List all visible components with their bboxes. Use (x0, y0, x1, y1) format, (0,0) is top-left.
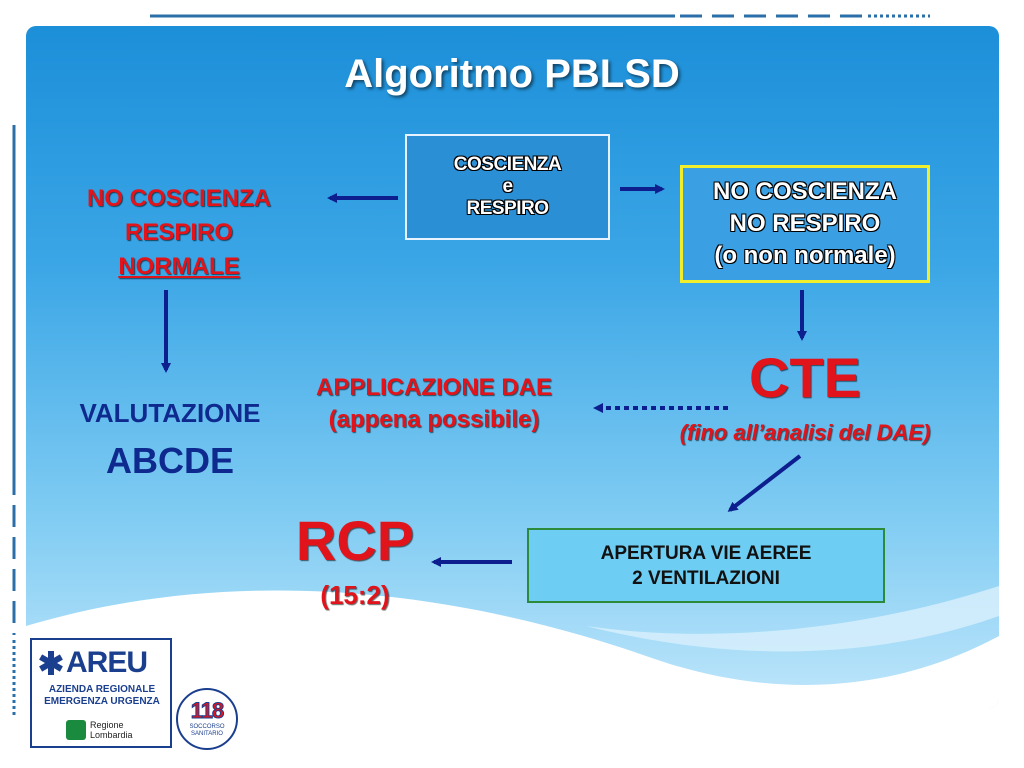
page-title: Algoritmo PBLSD (344, 52, 680, 96)
left-branch-line1: NO COSCIENZA (86, 185, 271, 212)
dae-line1: APPLICAZIONE DAE (315, 374, 552, 401)
dae-text: APPLICAZIONE DAE (appena possibile) (295, 372, 573, 436)
soccorso-line1: SOCCORSO (189, 724, 225, 730)
areu-wordmark: AREU (66, 646, 148, 679)
left-branch-line2: RESPIRO (124, 219, 234, 246)
rcp-ratio: (15:2) (320, 580, 390, 610)
soccorso-line2: SANITARIO (191, 731, 223, 737)
start-box-consciousness-breathing: COSCIENZA e RESPIRO (405, 134, 610, 240)
valutazione-label: VALUTAZIONE (79, 398, 261, 428)
regione-line1: Regione (90, 720, 124, 730)
airway-line2: 2 VENTILAZIONI (632, 567, 780, 589)
left-branch-text: NO COSCIENZA RESPIRO NORMALE (60, 182, 298, 284)
cte-subtitle: (fino all’analisi del DAE) (679, 420, 931, 445)
abcde-label: ABCDE (105, 440, 234, 481)
regione-lombardia-icon (66, 720, 86, 740)
right-branch-line1: NO COSCIENZA (712, 178, 897, 205)
background-waves (26, 586, 999, 708)
start-box-line3: RESPIRO (466, 198, 549, 219)
left-decorative-rule (12, 125, 16, 715)
logo-118-soccorso: 118 SOCCORSO SANITARIO (176, 688, 238, 750)
logo-118-number: 118 (190, 698, 225, 724)
right-branch-line3: (o non normale) (714, 242, 896, 269)
start-box-line2: e (502, 176, 513, 197)
rcp-label: RCP (295, 509, 415, 572)
regione-line2: Lombardia (90, 730, 133, 740)
start-box-line1: COSCIENZA (453, 154, 562, 175)
top-decorative-rule (150, 14, 930, 18)
airway-line1: APERTURA VIE AEREE (600, 542, 812, 564)
areu-sub-line2: EMERGENZA URGENZA (44, 696, 160, 707)
star-of-life-icon (39, 651, 63, 675)
regione-lombardia-text: Regione Lombardia (90, 720, 133, 740)
right-branch-box: NO COSCIENZA NO RESPIRO (o non normale) (680, 165, 930, 283)
right-branch-line2: NO RESPIRO (729, 210, 881, 237)
cte-label: CTE (749, 346, 861, 409)
areu-logo: AREU AZIENDA REGIONALE EMERGENZA URGENZA… (30, 638, 172, 748)
areu-mark: AREU (38, 646, 168, 680)
dae-line2: (appena possibile) (328, 406, 540, 433)
areu-subtitle: AZIENDA REGIONALE EMERGENZA URGENZA (36, 684, 168, 708)
airway-ventilation-box: APERTURA VIE AEREE 2 VENTILAZIONI (527, 528, 885, 603)
left-branch-line3: NORMALE (118, 253, 240, 280)
areu-sub-line1: AZIENDA REGIONALE (48, 684, 156, 695)
